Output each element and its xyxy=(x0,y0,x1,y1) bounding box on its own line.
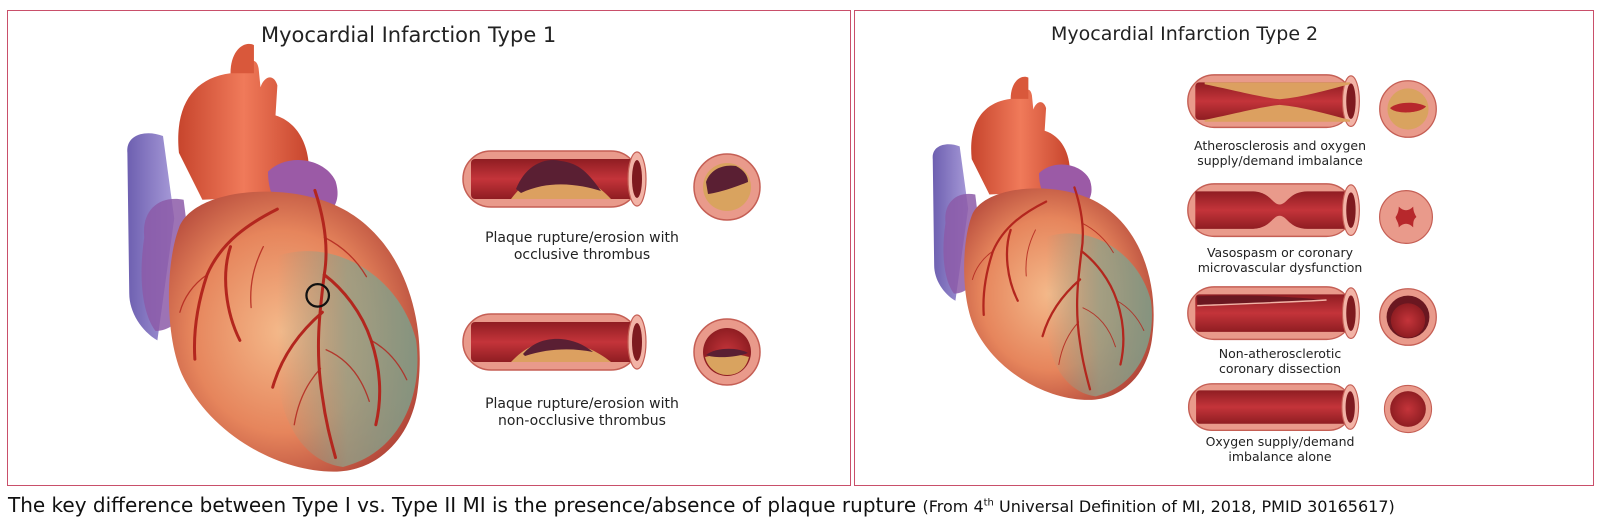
caption-line-2: occlusive thrombus xyxy=(513,247,651,264)
lesion-marker-circle xyxy=(305,283,331,308)
caption-main: The key difference between Type I vs. Ty… xyxy=(8,493,917,517)
heart-illustration xyxy=(931,75,1155,402)
caption-source: (From 4th Universal Definition of MI, 20… xyxy=(922,497,1394,516)
caption-line-1: Atherosclerosis and oxygen xyxy=(1194,138,1366,153)
caption-source-pre: (From 4 xyxy=(922,497,984,516)
panel-title: Myocardial Infarction Type 2 xyxy=(1051,23,1319,45)
caption-line-1: Oxygen supply/demand xyxy=(1205,434,1355,449)
artery-vasospasm xyxy=(1187,183,1360,238)
caption-atherosclerosis: Atherosclerosis and oxygen supply/demand… xyxy=(1160,138,1400,169)
caption-supply-demand: Oxygen supply/demand imbalance alone xyxy=(1160,434,1400,465)
caption-occlusive: Plaque rupture/erosion with occlusive th… xyxy=(447,230,717,264)
caption-nonocclusive: Plaque rupture/erosion with non-occlusiv… xyxy=(447,396,717,430)
figure-caption: The key difference between Type I vs. Ty… xyxy=(8,493,1395,517)
caption-line-2: microvascular dysfunction xyxy=(1197,260,1363,276)
artery-occlusive-thrombus xyxy=(462,150,647,208)
caption-line-1: Vasospasm or coronary xyxy=(1206,245,1354,260)
caption-source-post: Universal Definition of MI, 2018, PMID 3… xyxy=(993,497,1395,516)
cross-section-vasospasm xyxy=(1379,190,1433,244)
artery-atherosclerosis xyxy=(1187,74,1361,129)
panel-title: Myocardial Infarction Type 1 xyxy=(261,23,557,47)
caption-vasospasm: Vasospasm or coronary microvascular dysf… xyxy=(1160,245,1400,276)
cross-section-occlusive xyxy=(693,153,761,221)
cross-section-nonocclusive xyxy=(693,318,761,386)
cross-section-dissection xyxy=(1379,288,1437,346)
panel-type2: Myocardial Infarction Type 2 Atheroscler… xyxy=(854,10,1594,486)
panel-type1: Myocardial Infarction Type 1 Plaque rupt… xyxy=(7,10,851,486)
caption-source-sup: th xyxy=(983,497,994,509)
caption-line-2: non-occlusive thrombus xyxy=(498,413,666,430)
artery-supply-demand xyxy=(1187,383,1360,431)
caption-line-1: Non-atherosclerotic xyxy=(1218,346,1342,361)
artery-dissection xyxy=(1187,286,1361,341)
cross-section-atherosclerosis xyxy=(1379,80,1437,138)
caption-dissection: Non-atherosclerotic coronary dissection xyxy=(1160,346,1400,377)
caption-line-2: supply/demand imbalance xyxy=(1197,153,1363,169)
caption-line-1: Plaque rupture/erosion with xyxy=(485,230,679,246)
caption-line-1: Plaque rupture/erosion with xyxy=(485,396,679,412)
heart-illustration xyxy=(125,42,422,474)
cross-section-supply-demand xyxy=(1383,384,1433,434)
caption-line-2: coronary dissection xyxy=(1218,361,1342,377)
artery-nonocclusive-thrombus xyxy=(462,313,647,371)
caption-line-2: imbalance alone xyxy=(1228,449,1332,465)
